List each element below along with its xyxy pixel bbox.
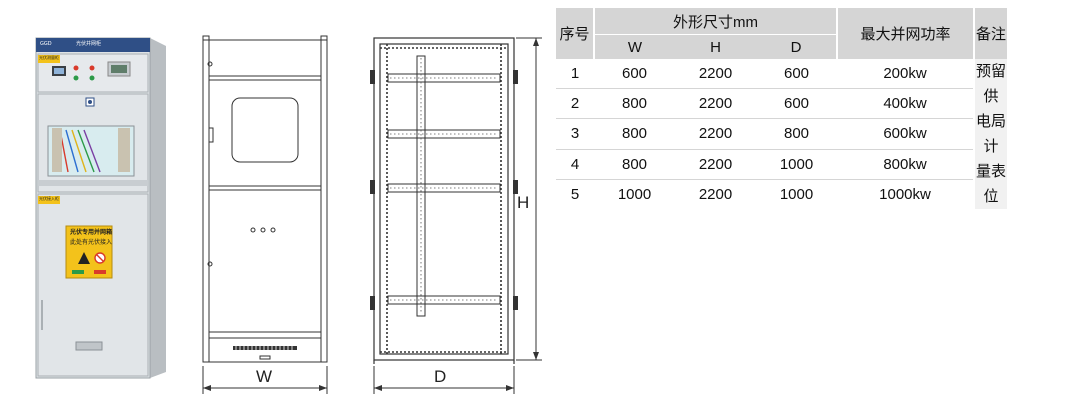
- row-w: 800: [594, 88, 675, 120]
- spec-table-grid: 序号 外形尺寸mm 最大并网功率 备注 W H D 1 600 2200 600…: [556, 8, 1007, 209]
- row-d: 600: [756, 59, 837, 90]
- width-dimension-label: W: [256, 367, 273, 386]
- note-line: 预留供: [975, 63, 1006, 105]
- header-h: H: [675, 34, 756, 59]
- row-h: 2200: [675, 88, 756, 120]
- header-d: D: [756, 34, 837, 59]
- header-notes: 备注: [973, 8, 1007, 59]
- row-h: 2200: [675, 59, 756, 90]
- row-w: 800: [594, 149, 675, 180]
- table-row: 3 800 2200 800 600kw: [556, 118, 1007, 150]
- warning-title: 光伏专用并网箱: [70, 229, 113, 236]
- row-index: 4: [556, 149, 594, 180]
- row-d: 1000: [779, 185, 814, 203]
- height-dimension-label: H: [517, 193, 530, 212]
- upper-tag-label: 光伏测量柜: [39, 55, 59, 60]
- row-h: 2200: [675, 149, 756, 180]
- header-max-power: 最大并网功率: [836, 8, 974, 59]
- row-index: 5: [570, 185, 580, 203]
- depth-dimension-label: D: [434, 367, 447, 386]
- table-row: 2 800 2200 600 400kw: [556, 88, 1007, 120]
- row-index: 3: [556, 118, 594, 150]
- header-w: W: [593, 34, 675, 59]
- row-w: 1000: [617, 185, 652, 203]
- row-power: 400kw: [837, 88, 974, 120]
- row-d: 600: [756, 88, 837, 120]
- row-h: 2200: [675, 118, 756, 150]
- row-d: 800: [756, 118, 837, 150]
- row-index: 2: [556, 88, 594, 120]
- cabinet-photo: [35, 37, 166, 379]
- note-line: 电局计: [975, 113, 1006, 155]
- row-w: 600: [594, 59, 675, 90]
- table-row: 4 800 2200 1000 800kw: [556, 149, 1007, 180]
- note-line: 量表位: [975, 163, 1006, 205]
- row-power: 200kw: [837, 59, 974, 90]
- row-w: 800: [594, 118, 675, 150]
- row-d: 1000: [756, 149, 837, 180]
- row-h: 2200: [698, 185, 733, 203]
- row-power: 1000kw: [879, 185, 931, 203]
- notes-cell: 预留供 电局计 量表位: [973, 59, 1007, 209]
- table-row: 1 600 2200 600 200kw 预留供 电局计 量表位: [556, 59, 1007, 209]
- warning-text: 此处有光伏接入: [70, 239, 113, 246]
- row-index: 1: [556, 59, 594, 90]
- row-power: 600kw: [837, 118, 974, 150]
- cabinet-model-label: GGD: [40, 41, 52, 47]
- cabinet-nameplate: 光伏并网柜: [76, 41, 102, 47]
- lower-tag-label: 光伏接入柜: [39, 196, 59, 201]
- row-power: 800kw: [837, 149, 974, 180]
- table-row: 5 1000 2200 1000 1000kw: [556, 179, 1007, 209]
- header-index: 序号: [556, 8, 594, 59]
- cabinet-illustrations: GGD 光伏并网柜 光伏测量柜 光伏接入柜 光伏专用并网箱 此处有光伏接入: [35, 35, 542, 394]
- header-dimensions-group: 外形尺寸mm: [593, 8, 837, 35]
